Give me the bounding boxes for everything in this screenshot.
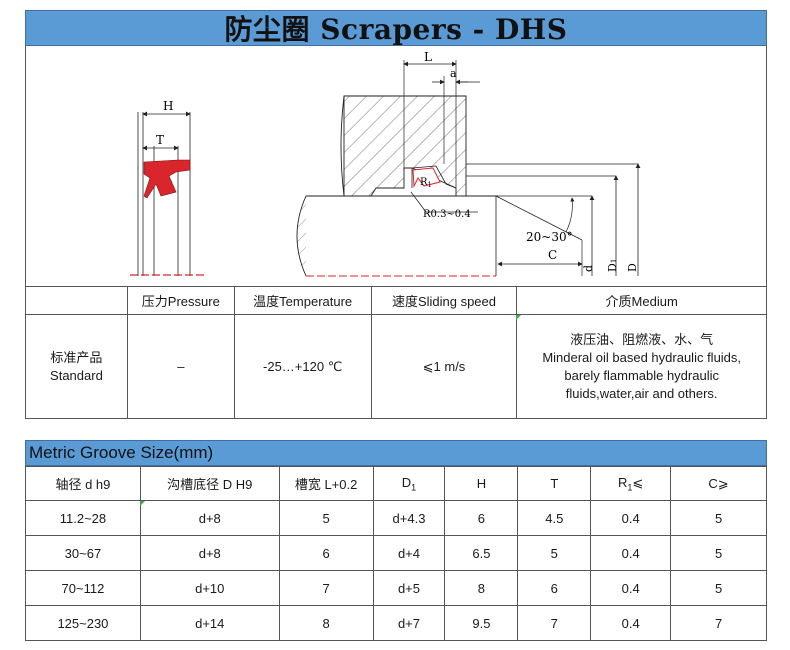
groove-header-groove-width: 槽宽 L+0.2 (278, 466, 374, 501)
table-cell: d+14 (139, 605, 280, 641)
dim-H-label: H (163, 99, 173, 113)
table-row: 30~67 d+8 6 d+4 6.5 5 0.4 5 (25, 535, 767, 571)
spec-header-row: 压力Pressure 温度Temperature 速度Sliding speed… (25, 286, 767, 315)
table-cell: d+4.3 (372, 500, 446, 536)
spec-header-blank (25, 286, 128, 315)
table-cell: 6 (278, 535, 374, 571)
title-bar: 防尘圈 Scrapers - DHS (25, 10, 767, 46)
table-cell: d+8 (139, 535, 280, 571)
spec-medium-value: 液压油、阻燃液、水、气 Minderal oil based hydraulic… (516, 314, 767, 419)
dim-C-label: C (548, 248, 557, 262)
groove-header-groove-dia: 沟槽底径 D H9 (139, 466, 280, 501)
spec-temperature-value: -25…+120 ℃ (233, 314, 372, 419)
table-cell: 8 (444, 570, 519, 606)
groove-header-row: 轴径 d h9 沟槽底径 D H9 槽宽 L+0.2 D1 H T R1⩽ C⩾ (25, 466, 767, 501)
table-cell: 5 (278, 500, 374, 536)
spec-table: 压力Pressure 温度Temperature 速度Sliding speed… (25, 286, 767, 419)
table-cell: 5 (670, 570, 767, 606)
page-title: 防尘圈 Scrapers - DHS (224, 13, 568, 46)
spec-header-pressure: 压力Pressure (126, 286, 235, 315)
drawing-svg: H T R1 (130, 50, 641, 277)
groove-title-text: Metric Groove Size(mm) (29, 443, 214, 462)
table-cell: 7 (670, 605, 767, 641)
groove-header-h: H (444, 466, 519, 501)
dim-L-label: L (424, 50, 432, 64)
table-cell: 0.4 (590, 500, 672, 536)
table-cell: d+8 (139, 500, 280, 536)
table-cell: 0.4 (590, 605, 672, 641)
table-cell: 4.5 (517, 500, 592, 536)
table-cell: 70~112 (25, 570, 141, 606)
groove-assembly-view: R1 L a R0.3~0.4 20~30° (296, 50, 641, 277)
radius-note: R0.3~0.4 (423, 209, 471, 220)
table-cell: 9.5 (444, 605, 519, 641)
groove-header-d1: D1 (372, 466, 446, 501)
table-cell: 6 (444, 500, 519, 536)
dim-a-label: a (450, 67, 457, 80)
groove-section-title: Metric Groove Size(mm) (25, 440, 767, 466)
table-row: 125~230 d+14 8 d+7 9.5 7 0.4 7 (25, 605, 767, 641)
table-cell: 5 (670, 500, 767, 536)
spec-standard-row: 标准产品 Standard – -25…+120 ℃ ⩽1 m/s 液压油、阻燃… (25, 314, 767, 419)
table-cell: d+5 (372, 570, 446, 606)
table-cell: 30~67 (25, 535, 141, 571)
technical-drawing: H T R1 (25, 46, 767, 286)
groove-header-c: C⩾ (670, 466, 767, 501)
dim-D1-label: D1 (606, 259, 619, 272)
spec-header-speed: 速度Sliding speed (370, 286, 518, 315)
dim-T-label: T (156, 133, 164, 147)
spec-speed-value: ⩽1 m/s (370, 314, 518, 419)
table-cell: d+7 (372, 605, 446, 641)
groove-size-table: 轴径 d h9 沟槽底径 D H9 槽宽 L+0.2 D1 H T R1⩽ C⩾… (25, 466, 767, 641)
table-cell: 6 (517, 570, 592, 606)
table-cell: 8 (278, 605, 374, 641)
table-cell: 0.4 (590, 570, 672, 606)
groove-header-t: T (517, 466, 592, 501)
table-cell: 11.2~28 (25, 500, 141, 536)
table-row: 70~112 d+10 7 d+5 8 6 0.4 5 (25, 570, 767, 606)
table-cell: 5 (670, 535, 767, 571)
spec-header-medium: 介质Medium (516, 286, 767, 315)
table-row: 11.2~28 d+8 5 d+4.3 6 4.5 0.4 5 (25, 500, 767, 536)
groove-header-r1: R1⩽ (590, 466, 672, 501)
seal-profile-view: H T (130, 99, 204, 276)
table-cell: 6.5 (444, 535, 519, 571)
dim-D-label: D (626, 263, 639, 272)
dim-d-label: d (582, 265, 595, 272)
spec-header-temperature: 温度Temperature (233, 286, 372, 315)
cell-marker (140, 501, 145, 506)
seal-shape (143, 159, 191, 199)
table-cell: d+10 (139, 570, 280, 606)
label-R1: R1 (420, 177, 432, 189)
angle-label: 20~30° (526, 230, 573, 244)
groove-header-shaft: 轴径 d h9 (25, 466, 141, 501)
table-cell: 5 (517, 535, 592, 571)
spec-pressure-value: – (126, 314, 235, 419)
table-cell: 7 (278, 570, 374, 606)
table-cell: d+4 (372, 535, 446, 571)
table-cell: 7 (517, 605, 592, 641)
table-cell: 0.4 (590, 535, 672, 571)
table-cell: 125~230 (25, 605, 141, 641)
spec-standard-label: 标准产品 Standard (25, 314, 128, 419)
cell-marker (516, 315, 521, 320)
